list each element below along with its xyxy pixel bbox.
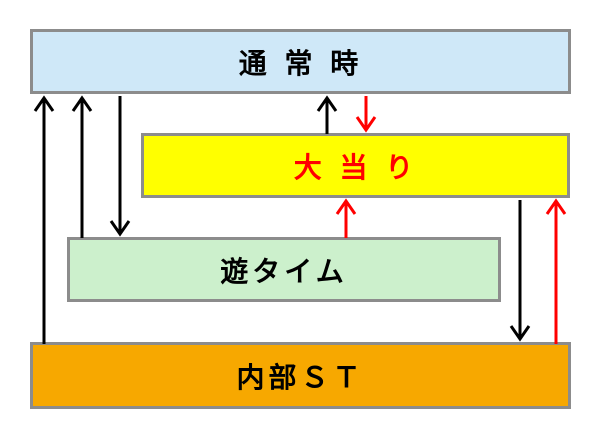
state-bigwin-box: 大 当 り [141,133,570,198]
arrow-head [316,95,338,112]
arrow-head [33,95,55,112]
arrow-head [509,325,531,342]
arrow-naibu-to-normal [33,95,55,344]
arrow-normal-to-bigwin [355,96,377,133]
state-asobi-label: 遊タイム [220,254,348,288]
arrow-asobi-to-normal [71,95,93,238]
state-bigwin-label: 大 当 り [293,150,418,184]
arrow-head [545,198,567,215]
state-normal-label: 通 常 時 [238,46,363,80]
arrow-head [71,95,93,112]
arrow-bigwin-to-normal [316,95,338,134]
state-asobi-box: 遊タイム [67,237,501,302]
arrow-naibu-to-bigwin [545,198,567,344]
state-normal-box: 通 常 時 [30,29,571,94]
arrow-bigwin-to-naibu [509,200,531,342]
state-naibu-label: 内部ＳＴ [236,360,365,394]
arrow-normal-to-asobi [109,96,131,237]
state-naibu-box: 内部ＳＴ [30,342,571,409]
arrow-head [109,220,131,237]
arrow-head [355,116,377,133]
arrow-head [335,198,357,215]
arrow-asobi-to-bigwin [335,198,357,238]
